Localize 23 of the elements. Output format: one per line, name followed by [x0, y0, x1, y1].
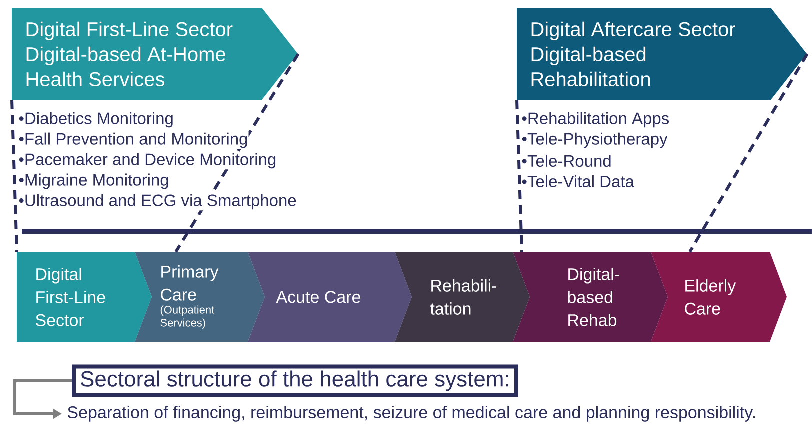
stage-band: Digital-based Rehab: [513, 252, 668, 342]
title-box: Sectoral structure of the health care system:: [72, 364, 518, 398]
bullet-item: •Rehabilitation Apps: [521, 111, 670, 129]
bullet-item: •Tele-Physiotherapy: [521, 132, 668, 150]
stage-band: Primary Care (Outpatient Services): [135, 252, 265, 342]
bullet-item: •Migraine Monitoring: [18, 172, 170, 190]
bullet-item: •Fall Prevention and Monitoring: [18, 132, 249, 150]
stage-band: Rehabili-tation: [395, 252, 530, 342]
stage-band: Elderly Care: [651, 252, 787, 342]
arrow-banner: Digital Aftercare Sector Digital-based Rehabilitation: [517, 8, 807, 100]
stage-band: Digital First-Line Sector: [17, 252, 152, 342]
dashed-line: [516, 100, 524, 252]
bullet-item: •Ultrasound and ECG via Smartphone: [18, 193, 298, 211]
dashed-line: [174, 53, 300, 253]
caption-text: Separation of financing, reimbursement, seizure of medical care and planning responsibility.: [68, 406, 756, 422]
dashed-line: [688, 53, 809, 253]
bullet-item: •Tele-Vital Data: [521, 174, 635, 189]
dashed-line: [10, 100, 19, 252]
arrow-banner: Digital First-Line Sector Digital-based At-Home Health Services: [12, 8, 298, 100]
bullet-item: •Tele-Round: [521, 154, 612, 168]
bullet-item: •Pacemaker and Device Monitoring: [18, 152, 278, 170]
bullet-item: •Diabetics Monitoring: [18, 111, 174, 129]
stage-band: Acute Care: [248, 252, 412, 342]
